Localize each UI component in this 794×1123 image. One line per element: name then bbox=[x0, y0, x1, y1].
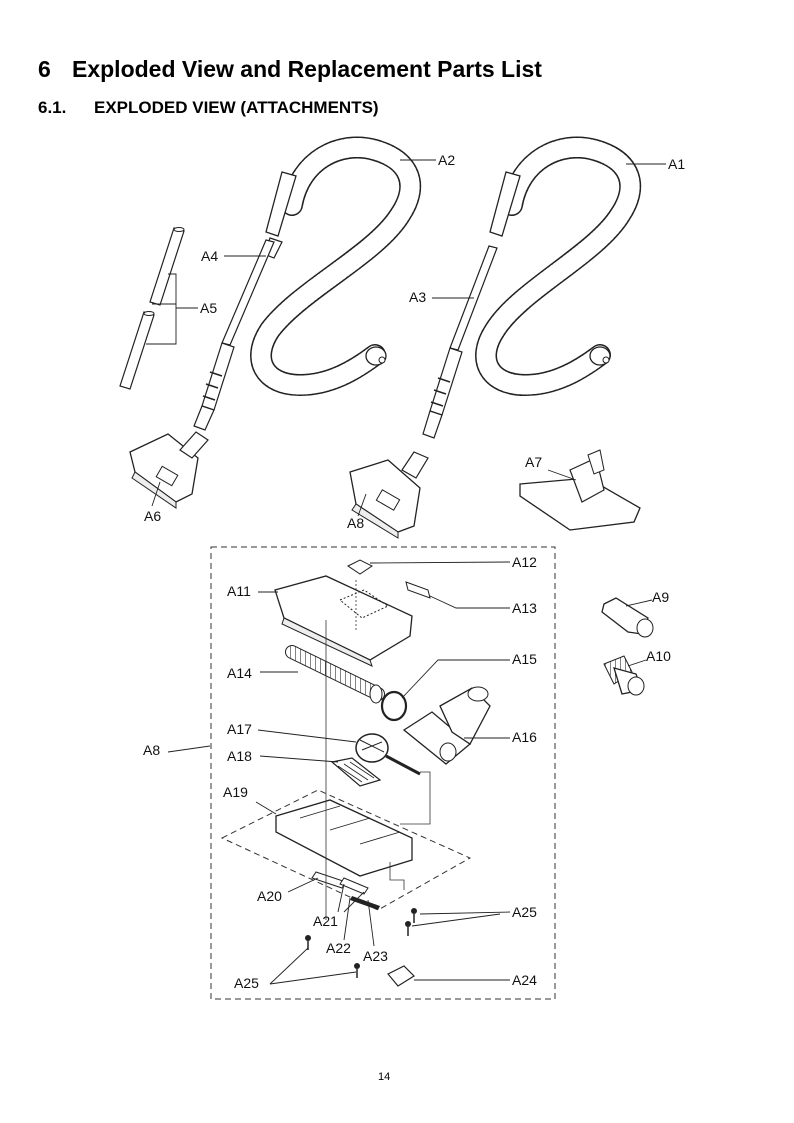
section-title: Exploded View and Replacement Parts List bbox=[72, 56, 542, 82]
label-a25-left: A25 bbox=[234, 975, 259, 991]
subsection-title: EXPLODED VIEW (ATTACHMENTS) bbox=[94, 98, 379, 117]
label-a22: A22 bbox=[326, 940, 351, 956]
dusting-brush-a10 bbox=[603, 655, 645, 696]
label-a3: A3 bbox=[409, 289, 426, 305]
label-a18: A18 bbox=[227, 748, 252, 764]
extension-wand-a4 bbox=[193, 239, 275, 431]
hose-assembly-a1 bbox=[475, 136, 642, 397]
floor-nozzle-a6 bbox=[129, 431, 209, 509]
label-a7: A7 bbox=[525, 454, 542, 470]
crevice-tool-a9 bbox=[601, 597, 654, 638]
label-a23: A23 bbox=[363, 948, 388, 964]
label-a14: A14 bbox=[227, 665, 252, 681]
guard-a18 bbox=[330, 757, 382, 787]
page-number: 14 bbox=[378, 1071, 391, 1083]
short-tubes-a5 bbox=[119, 227, 185, 390]
small-parts-a20-a23 bbox=[311, 871, 380, 910]
leader-lines bbox=[146, 159, 666, 985]
floor-nozzle-a8-small bbox=[349, 451, 429, 539]
clip-a12 bbox=[347, 559, 373, 575]
label-a8: A8 bbox=[143, 742, 160, 758]
label-a16: A16 bbox=[512, 729, 537, 745]
base-plate-a19 bbox=[220, 789, 472, 911]
label-a12: A12 bbox=[512, 554, 537, 570]
latch-a24 bbox=[387, 965, 415, 987]
label-a8-small: A8 bbox=[347, 515, 364, 531]
label-a17: A17 bbox=[227, 721, 252, 737]
label-a20: A20 bbox=[257, 888, 282, 904]
neck-joint-a16 bbox=[402, 686, 491, 765]
label-a2: A2 bbox=[438, 152, 455, 168]
label-a11: A11 bbox=[227, 583, 251, 599]
brush-roll-a14 bbox=[285, 645, 385, 704]
label-a19: A19 bbox=[223, 784, 248, 800]
label-a15: A15 bbox=[512, 651, 537, 667]
label-a24: A24 bbox=[512, 972, 537, 988]
alignment-lines bbox=[325, 580, 431, 920]
subsection-number: 6.1. bbox=[38, 98, 67, 117]
turbine-a17 bbox=[355, 733, 421, 776]
label-a21: A21 bbox=[313, 913, 338, 929]
floor-brush-a7 bbox=[519, 449, 641, 531]
strip-a13 bbox=[405, 581, 431, 599]
screws-a25 bbox=[305, 908, 417, 978]
label-a4: A4 bbox=[201, 248, 218, 264]
section-heading: 6 Exploded View and Replacement Parts Lis… bbox=[38, 56, 542, 83]
label-a10: A10 bbox=[646, 648, 671, 664]
label-a1: A1 bbox=[668, 156, 685, 172]
power-nozzle-group-box bbox=[210, 546, 556, 1000]
section-number: 6 bbox=[38, 56, 51, 82]
hose-assembly-a2 bbox=[250, 136, 422, 397]
label-a25-right: A25 bbox=[512, 904, 537, 920]
label-a9: A9 bbox=[652, 589, 669, 605]
label-a6: A6 bbox=[144, 508, 161, 524]
label-a5: A5 bbox=[200, 300, 217, 316]
belt-ring-a15 bbox=[380, 690, 408, 722]
label-a13: A13 bbox=[512, 600, 537, 616]
part-labels: A2 A1 A4 A5 A3 A7 A6 A8 A12 A11 A9 A13 A… bbox=[143, 152, 685, 991]
subsection-heading: 6.1. EXPLODED VIEW (ATTACHMENTS) bbox=[38, 98, 379, 118]
